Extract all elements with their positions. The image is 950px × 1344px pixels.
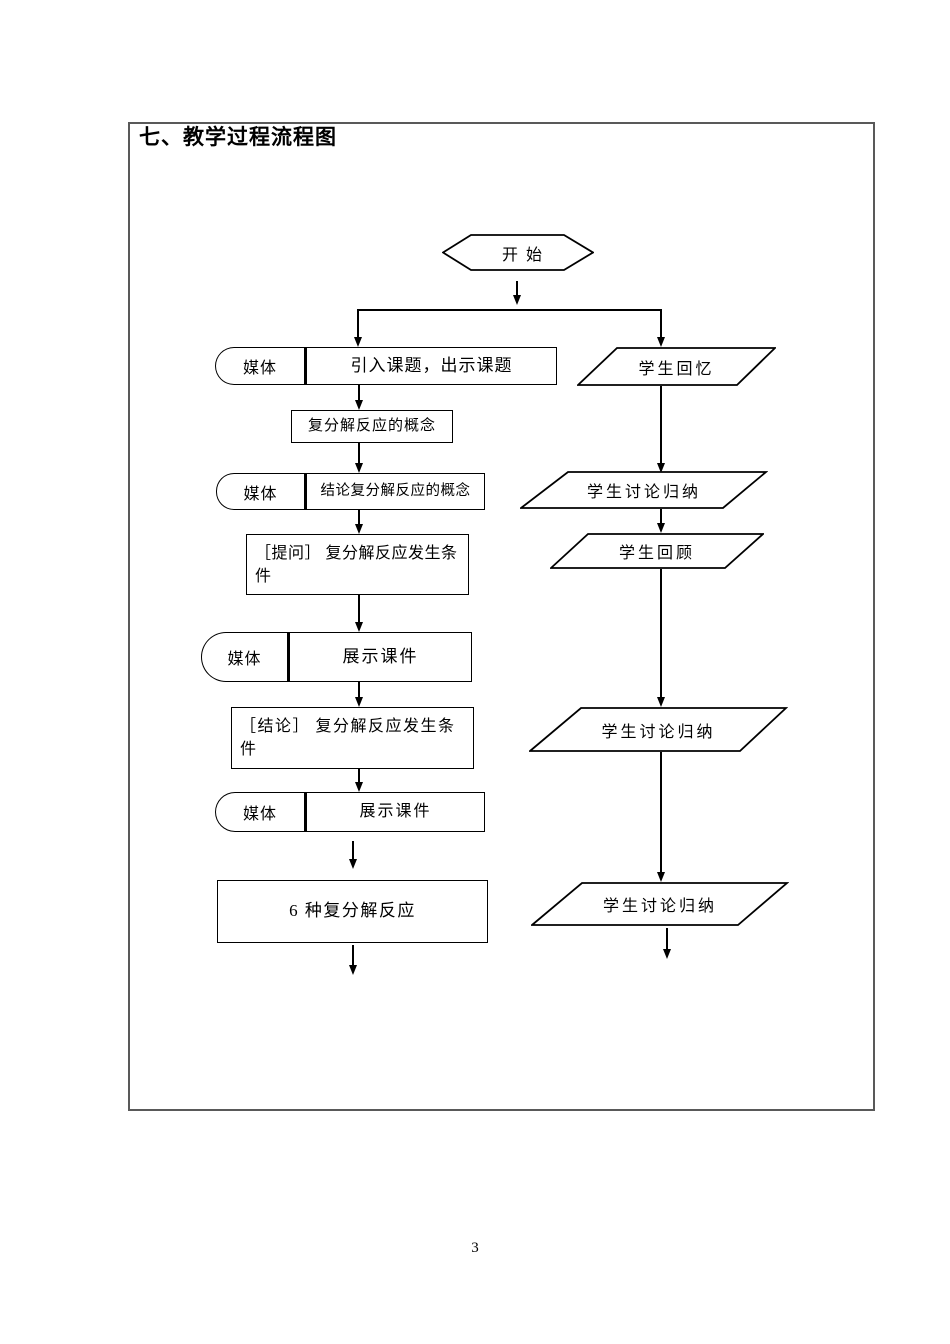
arrow-down-icon [656,697,665,707]
connector-line [358,769,360,782]
parallelogram-shape [550,533,764,569]
student-node-label: 学生讨论归纳 [602,898,717,915]
media-tab: 媒体 [201,632,289,682]
connector-line [358,385,360,401]
hexagon-shape [442,234,594,271]
arrow-down-icon [353,337,362,347]
student-node-review: 学生回顾 [550,533,764,569]
arrow-down-icon [354,463,363,473]
arrow-down-icon [354,622,363,632]
connector-line [660,752,662,872]
arrow-down-icon [662,949,671,959]
arrow-down-icon [348,965,357,975]
student-node-label: 学生讨论归纳 [601,723,716,741]
student-node-discuss-3: 学生讨论归纳 [531,882,789,926]
arrow-down-icon [354,524,363,534]
process-node-conclusion-concept: 结论复分解反应的概念 [306,473,485,510]
parallelogram-shape [577,347,776,386]
arrow-down-icon [354,400,363,410]
student-node-discuss-1: 学生讨论归纳 [520,471,768,509]
process-node-concept: 复分解反应的概念 [291,410,453,443]
content-frame [128,122,875,1111]
student-node-discuss-2: 学生讨论归纳 [529,707,788,752]
connector-line [660,509,662,523]
arrow-down-icon [354,782,363,792]
student-node-label: 学生回顾 [618,545,695,562]
media-tab: 媒体 [216,473,306,510]
connector-line [358,595,360,622]
process-node-show-courseware-1: 展示课件 [289,632,472,682]
arrow-down-icon [354,697,363,707]
process-node-conclusion-conditions: ［结论］ 复分解反应发生条件 [231,707,474,769]
arrow-down-icon [656,523,665,533]
page-number: 3 [471,1240,479,1256]
arrow-down-icon [348,859,357,869]
connector-line [352,945,354,965]
connector-line [516,281,518,295]
connector-line [358,682,360,697]
student-node-recall: 学生回忆 [577,347,776,386]
parallelogram-shape [529,707,788,752]
connector-line [660,386,662,463]
media-tab: 媒体 [215,792,306,832]
student-node-label: 学生讨论归纳 [586,484,701,501]
arrow-down-icon [656,337,665,347]
process-node-six-reactions: 6 种复分解反应 [217,880,488,943]
section-title: 七、教学过程流程图 [139,125,337,149]
start-node: 开始 [442,234,594,271]
connector-line [352,841,354,859]
student-node-label: 学生回忆 [638,360,715,378]
connector-line [660,311,662,337]
media-tab: 媒体 [215,347,306,385]
parallelogram-shape [531,882,789,926]
branch-line [357,309,662,311]
connector-line [358,443,360,463]
arrow-down-icon [656,463,665,473]
process-node-intro: 引入课题，出示课题 [306,347,557,385]
start-label: 开始 [501,246,550,264]
connector-line [660,569,662,697]
arrow-down-icon [656,872,665,882]
connector-line [357,311,359,337]
parallelogram-shape [520,471,768,509]
process-node-show-courseware-2: 展示课件 [306,792,485,832]
process-node-question: ［提问］ 复分解反应发生条件 [246,534,469,595]
connector-line [666,928,668,949]
connector-line [358,510,360,524]
arrow-down-icon [512,295,521,305]
